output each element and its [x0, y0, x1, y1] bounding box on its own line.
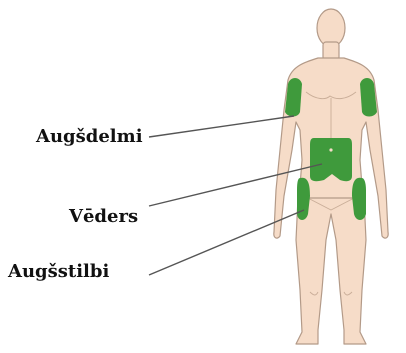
abdomen-injection-area [310, 138, 352, 181]
legs [296, 198, 366, 344]
abdomen-leader-line [149, 164, 322, 206]
label-abdomen: Vēders [69, 208, 138, 226]
right-thigh-injection-area [352, 178, 366, 220]
head [317, 9, 345, 47]
navel [329, 148, 332, 151]
label-upper-arms: Augšdelmi [36, 128, 143, 146]
neck [323, 42, 339, 60]
label-thighs: Augšstilbi [8, 263, 109, 281]
leader-lines [149, 116, 322, 275]
human-body-figure [274, 9, 388, 344]
thighs-leader-line [149, 210, 304, 275]
upper-arms-leader-line [149, 116, 294, 137]
